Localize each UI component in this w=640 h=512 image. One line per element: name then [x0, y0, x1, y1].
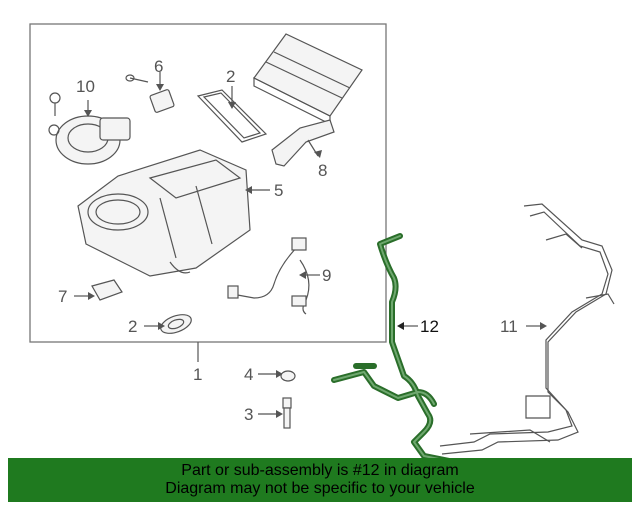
- assembly-box: [29, 23, 387, 343]
- blower-motor: [48, 100, 131, 165]
- actuator-part-6: [125, 72, 175, 113]
- footer-banner: Part or sub-assembly is #12 in diagram D…: [8, 458, 632, 502]
- callout-4: 4: [244, 365, 253, 384]
- callout-11: 11: [500, 317, 518, 336]
- hvac-housing-part-5: [77, 149, 270, 277]
- callout-8: 8: [318, 161, 327, 180]
- filter-seal-part-2: [196, 86, 268, 143]
- callout-12: 12: [420, 317, 439, 336]
- callout-2-top: 2: [226, 67, 235, 86]
- screw-part-10: [49, 92, 61, 116]
- heater-hose-part-12: [331, 233, 467, 467]
- callout-9: 9: [322, 266, 331, 285]
- resistor-part-7: [74, 279, 123, 301]
- callout-7: 7: [58, 287, 67, 306]
- callout-3: 3: [244, 405, 253, 424]
- nut-part-4: [258, 370, 296, 382]
- grommet-part-2: [144, 314, 192, 334]
- duct-part-8: [271, 119, 335, 167]
- stud-part-3: [258, 397, 292, 429]
- callout-1: 1: [193, 365, 202, 384]
- callout-6: 6: [154, 57, 163, 76]
- callout-5: 5: [274, 181, 283, 200]
- callout-10: 10: [76, 77, 95, 96]
- footer-line-2: Diagram may not be specific to your vehi…: [165, 480, 475, 497]
- evaporator-core: [253, 33, 363, 125]
- footer-line-1: Part or sub-assembly is #12 in diagram: [181, 462, 459, 479]
- wiring-harness-part-9: [227, 237, 320, 315]
- ac-lines-part-11: [439, 203, 615, 455]
- callout-2-bottom: 2: [128, 317, 137, 336]
